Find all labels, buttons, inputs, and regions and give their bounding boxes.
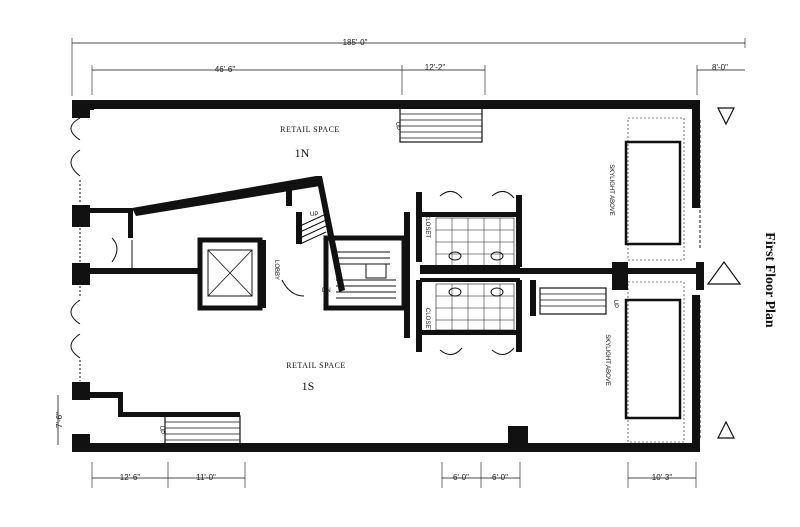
skylight-south [624,281,685,443]
dim-left-side: 7'-6" [55,412,64,428]
dim-top-stair: 12'-2" [425,63,446,72]
lobby-label: LOBBY [273,260,279,280]
dim-top-right: 8'-0" [712,63,728,72]
retail-south-unit: 1S [302,379,315,393]
dim-bottom-left-1: 12'-6" [120,473,141,482]
entry-vestibule [90,208,133,268]
north-stair-up-mark: UP [394,122,400,130]
dim-bottom-left-2: 11'-0" [196,473,216,482]
south-stair-up-mark: UP [158,426,164,434]
dimension-lines-bottom [57,395,697,488]
demising-wall-east [420,268,616,274]
dim-overall-width: 185'-0" [343,38,368,47]
restroom-core [404,191,522,355]
lobby-walls [132,176,345,297]
closet-south-label: CLOSET [424,308,430,332]
elevator [197,237,266,311]
restroom-tile-grid [436,218,514,330]
core-stair-up-mark: UP [310,212,318,218]
skylight-south-label: SKYLIGHT ABOVE [604,334,610,386]
retail-north-unit: 1N [295,146,310,160]
retail-north-label: RETAIL SPACE [280,125,340,134]
north-stair [399,107,483,143]
retail-south-label: RETAIL SPACE [286,361,346,370]
east-facade [699,107,742,440]
demising-wall-far-east [628,268,696,274]
dim-bottom-right: 10'-3" [652,473,673,482]
dim-top-left: 46'-6" [215,65,236,74]
right-stair [530,280,607,316]
closet-north-label: CLOSET [424,214,430,238]
plan-title-box: First Floor Plan [754,220,784,340]
south-stair [90,392,241,445]
skylight-north-label: SKYLIGHT ABOVE [608,164,614,216]
core-stair [299,213,407,311]
demising-wall-west [90,268,202,274]
dim-bottom-mid-2: 6'-0" [492,473,508,482]
core-stair-dn-mark: DN [322,288,331,294]
dim-bottom-mid-1: 6'-0" [453,473,469,482]
right-stair-up-mark: UP [612,300,618,308]
storefront-doors [70,117,81,381]
skylight-north [624,117,685,261]
plan-title: First Floor Plan [762,232,777,328]
exterior-walls [72,100,704,452]
dimension-lines-top [71,38,746,96]
